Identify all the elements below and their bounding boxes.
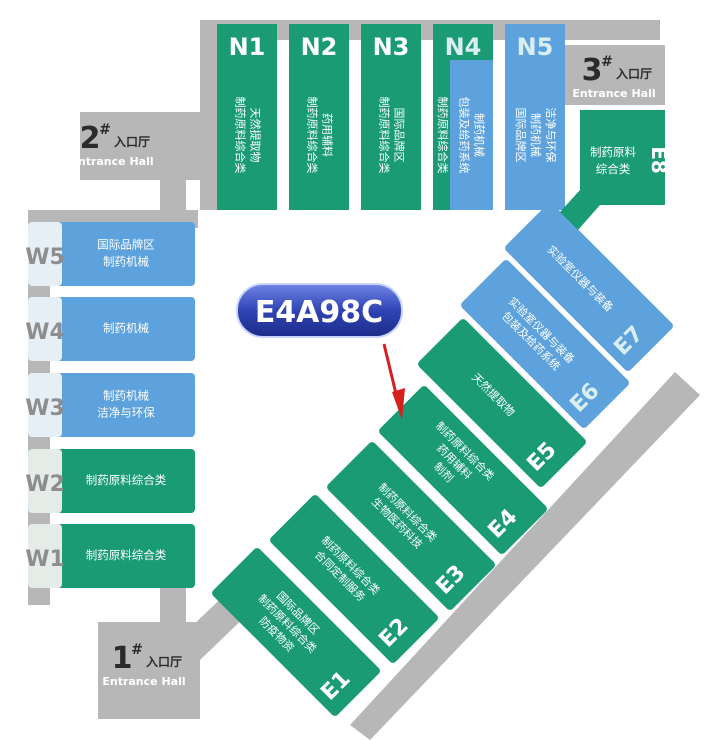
hall-n3-block[interactable]: [361, 24, 421, 210]
hall-label: 洁净与环保: [97, 406, 155, 420]
entrance-number: 3: [582, 53, 603, 88]
hall-label: 国际品牌区: [393, 108, 407, 163]
marker-arrow-line: [382, 343, 399, 399]
hall-code: W4: [25, 320, 65, 345]
entrance-3[interactable]: 3#入口厅 Entrance Hall: [572, 53, 655, 100]
hall-w2[interactable]: W2 制药原料综合类: [25, 449, 195, 513]
entrance-2-block: [80, 112, 220, 180]
hall-code: N5: [517, 33, 554, 61]
hall-code-tab: [28, 222, 62, 286]
hall-e8[interactable]: 制药原料综合类 E8: [560, 110, 671, 230]
location-marker[interactable]: E4A98C: [236, 283, 405, 420]
hall-label: 制药原料综合类: [86, 473, 167, 487]
hall-n3[interactable]: N3 制药原料综合类国际品牌区: [361, 24, 421, 210]
east-corridor: [350, 372, 700, 740]
hall-label: 制药原料综合类: [378, 97, 392, 174]
entrance-2[interactable]: 2#入口厅 Entrance Hall: [70, 121, 153, 168]
hall-n2[interactable]: N2 制药原料综合类药用辅料: [289, 24, 349, 210]
north-halls: N1制药原料综合类天然提取物N2制药原料综合类药用辅料N3制药原料综合类国际品牌…: [217, 24, 565, 210]
hall-e6-block[interactable]: [459, 258, 630, 429]
hall-label: 制药原料综合类: [234, 97, 248, 174]
hall-label: 洁净与环保: [544, 108, 558, 163]
hall-code: N3: [373, 33, 410, 61]
hall-w4[interactable]: W4 制药机械: [25, 297, 195, 361]
hall-e3-block[interactable]: [325, 440, 496, 611]
entrance-name: 入口厅: [146, 655, 182, 669]
entrance-number: 2: [80, 121, 101, 156]
marker-arrow-head: [392, 388, 405, 420]
hall-label: 制药原料综合类: [436, 97, 450, 174]
hall-label: 国际品牌区: [97, 238, 155, 252]
entrance-en: Entrance Hall: [70, 155, 153, 168]
entrance-1[interactable]: 1#入口厅 Entrance Hall: [102, 641, 185, 688]
entrance-3-block: [565, 45, 665, 105]
hall-n4[interactable]: N4 制药原料综合类包装及给药系统制药机械: [433, 24, 493, 210]
hall-e1-block[interactable]: [210, 546, 381, 717]
hall-label: 综合类: [596, 162, 631, 176]
entrance-1-block: [98, 622, 200, 719]
hall-code-tab: [28, 297, 62, 361]
hall-label: 制药机械: [529, 113, 543, 157]
hall-w2-block[interactable]: [28, 449, 195, 513]
entrance-en: Entrance Hall: [102, 675, 185, 688]
hall-code-tab: [28, 373, 62, 437]
hall-n1[interactable]: N1 制药原料综合类天然提取物: [217, 24, 277, 210]
hall-code: W5: [25, 245, 65, 270]
hall-label: 制药机械: [103, 255, 149, 269]
hall-label: 天然提取物: [249, 108, 263, 163]
hall-w5-block[interactable]: [28, 222, 195, 286]
hall-e7-block[interactable]: [503, 201, 674, 372]
hall-label: 制药机械: [473, 113, 487, 157]
hall-e2-block[interactable]: [268, 493, 439, 664]
hall-n4-sub-block: [450, 60, 493, 210]
hall-n1-block[interactable]: [217, 24, 277, 210]
hall-label: 包装及给药系统: [458, 97, 471, 174]
hall-label: 制药机械: [103, 389, 149, 403]
hall-label: 制药原料: [590, 145, 636, 159]
hall-n5[interactable]: N5 国际品牌区制药机械洁净与环保: [505, 24, 565, 210]
hall-code: N1: [229, 33, 266, 61]
hall-label: 国际品牌区: [514, 108, 528, 163]
hall-label: 制药机械: [103, 321, 149, 335]
entrance-name: 入口厅: [616, 67, 652, 81]
entrance-en: Entrance Hall: [572, 87, 655, 100]
hall-label: 药用辅料: [321, 113, 335, 157]
hall-w3-block[interactable]: [28, 373, 195, 437]
hall-n2-block[interactable]: [289, 24, 349, 210]
hall-label: 制药原料综合类: [86, 548, 167, 562]
hall-code: W3: [25, 396, 65, 421]
entrance-number: 1: [112, 641, 133, 676]
hall-w1[interactable]: W1 制药原料综合类: [25, 524, 195, 588]
entrance-sup: #: [99, 122, 111, 138]
hall-n5-block[interactable]: [505, 24, 565, 210]
entrance-name: 入口厅: [114, 135, 150, 149]
hall-e4-block[interactable]: [377, 384, 548, 555]
hall-e8-block[interactable]: [560, 110, 665, 230]
hall-code: W1: [25, 547, 65, 572]
marker-label: E4A98C: [255, 295, 383, 330]
hall-code-tab: [28, 524, 62, 588]
hall-code: N2: [301, 33, 338, 61]
marker-pill[interactable]: [236, 283, 403, 338]
hall-code: N4: [445, 33, 482, 61]
hall-w1-block[interactable]: [28, 524, 195, 588]
entrance-sup: #: [601, 54, 613, 70]
hall-label: 制药原料综合类: [306, 97, 320, 174]
hall-code: W2: [25, 472, 65, 497]
hall-code-tab: [28, 449, 62, 513]
hall-code: E8: [647, 146, 671, 174]
entrance-sup: #: [131, 642, 143, 658]
hall-e5-block[interactable]: [416, 317, 587, 488]
hall-w4-block[interactable]: [28, 297, 195, 361]
